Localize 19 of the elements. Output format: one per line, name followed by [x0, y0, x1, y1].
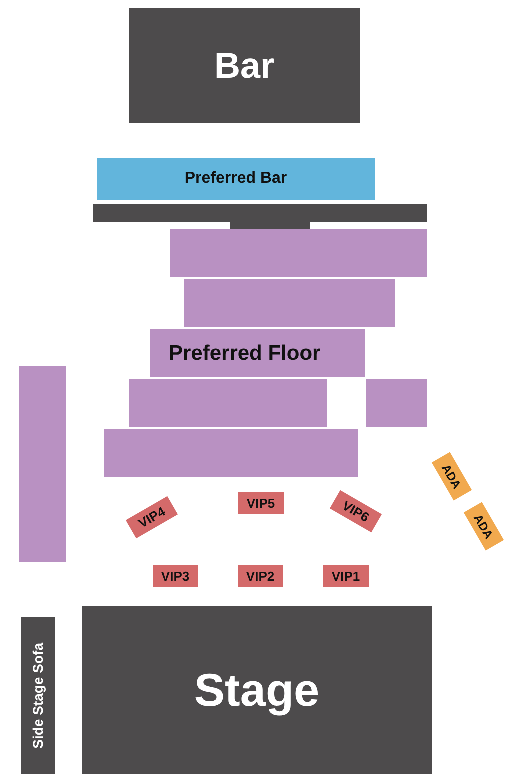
floor-section: [19, 366, 66, 562]
section-label: VIP1: [332, 570, 360, 582]
stage-area: [82, 606, 432, 774]
sofa-area: [21, 617, 55, 774]
vip-table: [238, 492, 284, 514]
section-label: Side Stage Sofa: [31, 642, 45, 748]
section-label: VIP5: [246, 496, 276, 510]
section-label: Bar: [214, 48, 275, 84]
section-label: Preferred Bar: [184, 171, 288, 187]
vip-table: [323, 565, 369, 587]
section-label: VIP6: [340, 498, 372, 524]
bar-area: [129, 8, 360, 123]
section-label: Preferred Floor: [169, 343, 321, 364]
section-label: VIP3: [161, 570, 190, 582]
section-label: VIP4: [136, 504, 168, 530]
vip-table: [238, 565, 283, 587]
preferred-bar-section: [97, 158, 375, 200]
vip-table: [153, 565, 198, 587]
section-label: VIP2: [246, 570, 275, 582]
